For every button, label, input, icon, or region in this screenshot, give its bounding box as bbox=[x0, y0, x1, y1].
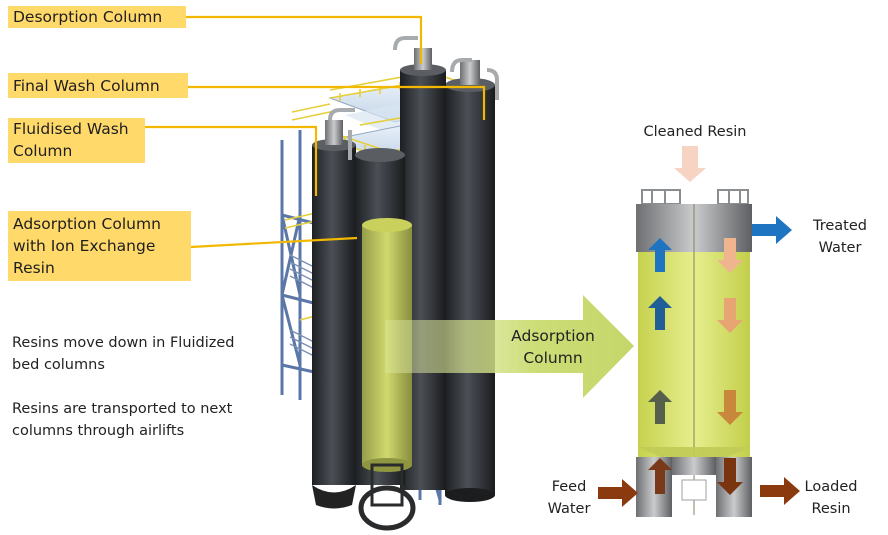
note-line-2: columns through airlifts bbox=[12, 423, 185, 439]
airlift-pipes bbox=[328, 36, 499, 160]
label-text: Desorption Column bbox=[13, 8, 163, 26]
label-text-line-1: Adsorption Column bbox=[13, 215, 161, 233]
internal-flow-arrows bbox=[648, 238, 743, 495]
note-fluidized-bed: Resins move down in Fluidized bed column… bbox=[12, 332, 252, 376]
loaded-resin-label: Loaded Resin bbox=[798, 476, 864, 520]
label-desorption-column: Desorption Column bbox=[8, 6, 186, 28]
treated-line-1: Treated bbox=[813, 218, 867, 234]
desorption-column bbox=[445, 60, 495, 502]
treated-line-2: Water bbox=[818, 240, 862, 256]
feed-line-1: Feed bbox=[551, 479, 587, 495]
label-text-line-2: with Ion Exchange bbox=[13, 237, 156, 255]
loaded-resin-arrow bbox=[760, 477, 800, 505]
label-final-wash-column: Final Wash Column bbox=[8, 73, 188, 98]
cleaned-resin-text: Cleaned Resin bbox=[643, 124, 747, 140]
label-fluidised-wash-column: Fluidised Wash Column bbox=[8, 118, 145, 163]
cleaned-resin-label: Cleaned Resin bbox=[630, 121, 760, 143]
note-line-1: Resins move down in Fluidized bbox=[12, 335, 235, 351]
label-text-line-1: Fluidised Wash bbox=[13, 120, 129, 138]
loaded-line-1: Loaded bbox=[804, 479, 858, 495]
big-arrow-line-2: Column bbox=[523, 349, 583, 367]
label-adsorption-column-ion-exchange: Adsorption Column with Ion Exchange Resi… bbox=[8, 211, 191, 281]
big-arrow-line-1: Adsorption bbox=[511, 327, 595, 345]
big-arrow-label: Adsorption Column bbox=[498, 325, 608, 369]
label-text: Final Wash Column bbox=[13, 77, 160, 95]
feed-line-2: Water bbox=[547, 501, 591, 517]
big-flow-arrow bbox=[385, 295, 634, 398]
label-text-line-3: Resin bbox=[13, 259, 55, 277]
fluidised-wash-column bbox=[312, 120, 356, 509]
leader-lines bbox=[145, 15, 486, 249]
feed-water-arrow bbox=[598, 479, 638, 507]
treated-water-label: Treated Water bbox=[800, 215, 880, 259]
feed-water-label: Feed Water bbox=[536, 476, 602, 520]
note-line-2: bed columns bbox=[12, 357, 105, 373]
cleaned-resin-arrow bbox=[674, 146, 706, 182]
label-text-line-2: Column bbox=[13, 142, 73, 160]
treated-water-arrow bbox=[752, 216, 792, 244]
note-line-1: Resins are transported to next bbox=[12, 401, 233, 417]
note-airlifts: Resins are transported to next columns t… bbox=[12, 398, 262, 442]
loaded-line-2: Resin bbox=[811, 501, 851, 517]
